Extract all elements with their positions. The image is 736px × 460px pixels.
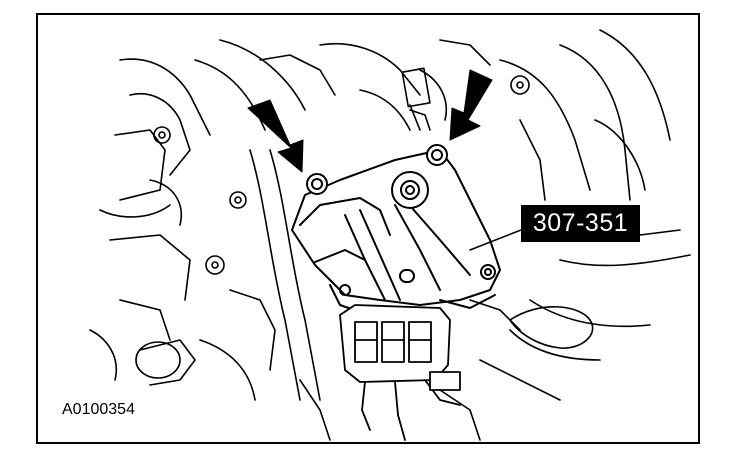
- electrical-connector: [339, 304, 461, 441]
- part-number-callout: 307-351: [521, 205, 640, 242]
- figure-id-label: A0100354: [62, 401, 135, 418]
- arrow-pointer-icon: [247, 69, 493, 173]
- sensor-body: [291, 144, 501, 313]
